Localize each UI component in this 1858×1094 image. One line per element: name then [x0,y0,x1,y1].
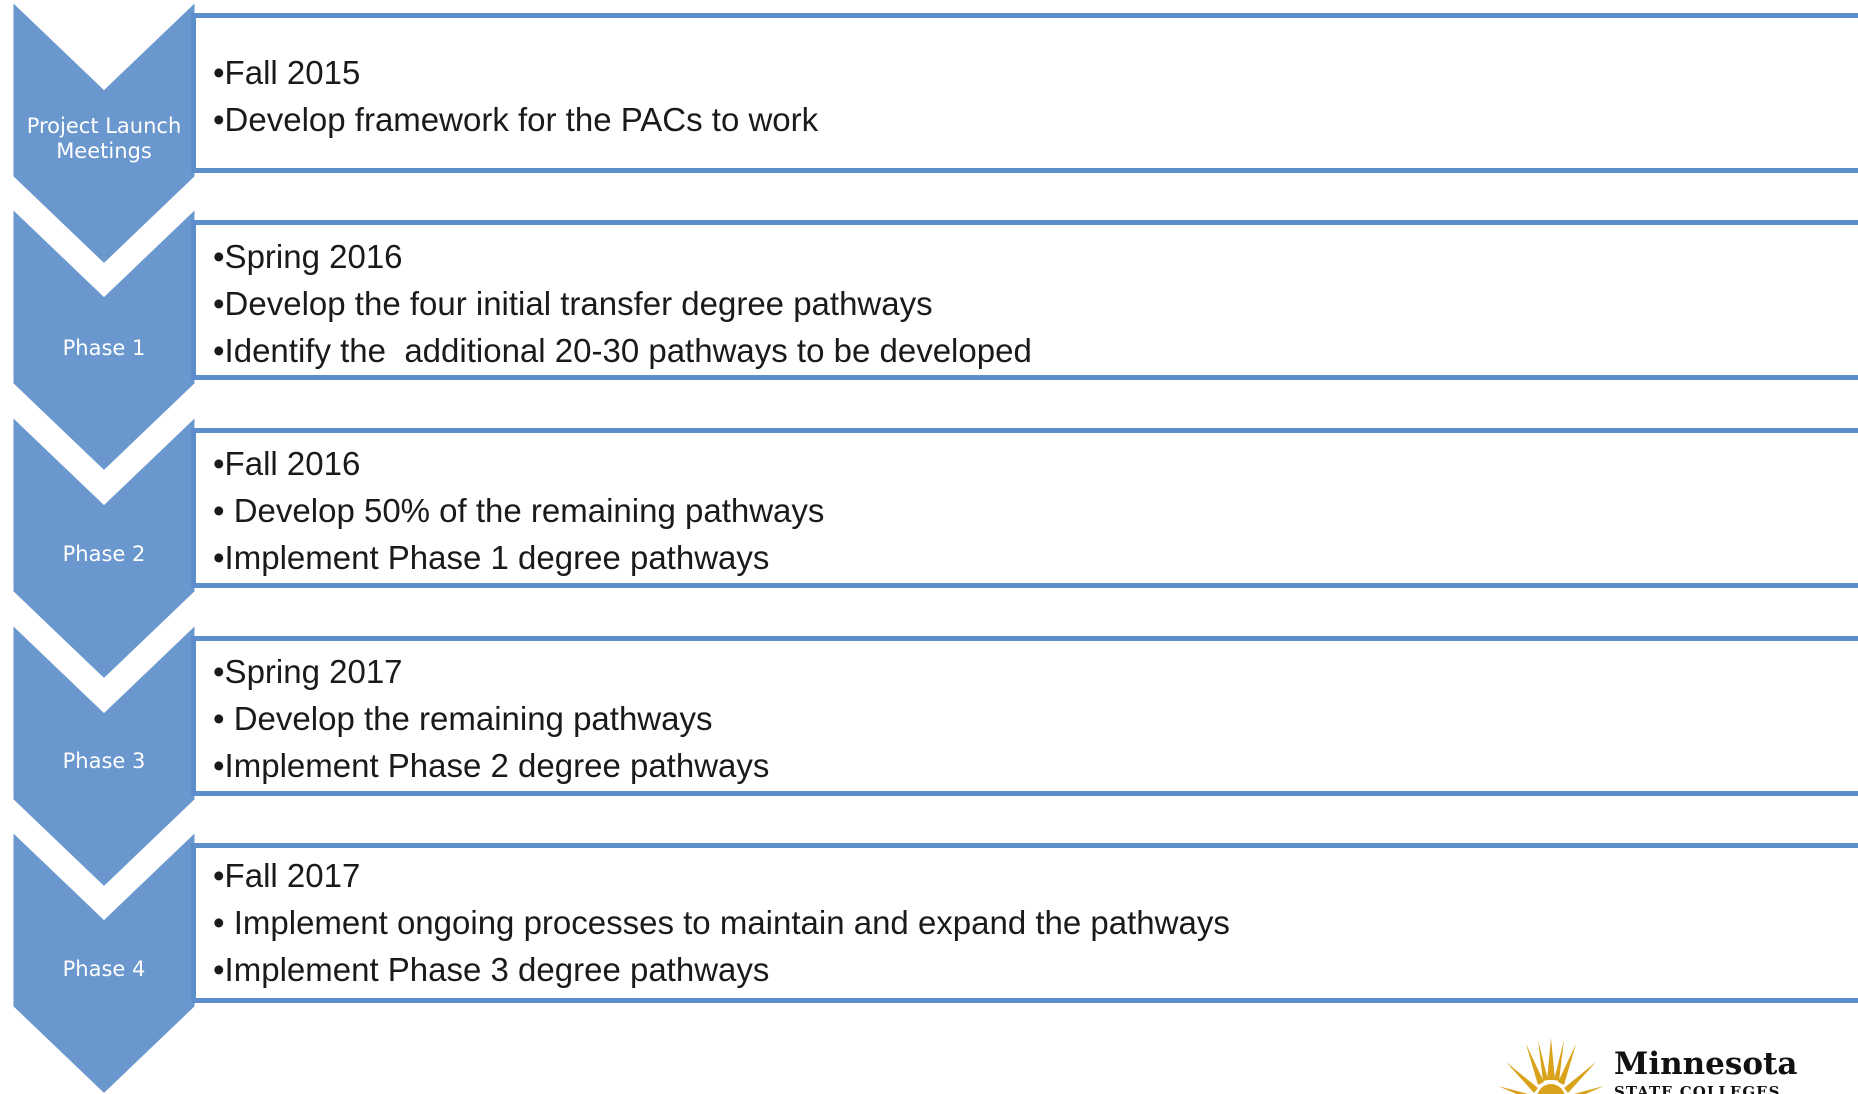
bullet-item: •Identify the additional 20-30 pathways … [213,332,1032,369]
phase-label-1: Phase 1 [62,336,146,360]
bullet-item: •Implement Phase 2 degree pathways [213,747,770,784]
content-box [191,843,1858,1003]
bullet-item: •Implement Phase 1 degree pathways [213,539,770,576]
bullet-item: • Develop the remaining pathways [213,700,713,737]
bullet-item: •Fall 2016 [213,445,361,482]
bullet-item: •Implement Phase 3 degree pathways [213,951,770,988]
bullet-list-launch: •Fall 2015 •Develop framework for the PA… [213,49,818,143]
phase-label-3: Phase 3 [62,749,146,773]
bullet-list-phase-1: •Spring 2016 •Develop the four initial t… [213,233,1032,374]
chevron-column [10,0,198,1094]
phase-label-2: Phase 2 [62,542,146,566]
sunburst-icon [1498,1038,1604,1094]
logo-subtitle: STATE COLLEGES [1614,1083,1781,1094]
chevron-shape [10,203,198,475]
bullet-item: •Develop the four initial transfer degre… [213,285,933,322]
content-box [191,428,1858,588]
bullet-list-phase-3: •Spring 2017 • Develop the remaining pat… [213,648,769,789]
chevron-shape [10,411,198,683]
minnesota-state-logo: Minnesota STATE COLLEGES [1496,1036,1826,1094]
bullet-item: • Implement ongoing processes to maintai… [213,904,1230,941]
bullet-item: •Spring 2016 [213,238,403,275]
phase-label-launch: Project Launch Meetings [26,114,182,163]
logo-name: Minnesota [1614,1046,1798,1082]
content-box [191,636,1858,796]
bullet-item: •Spring 2017 [213,653,403,690]
chevron-shape [10,826,198,1094]
bullet-item: •Fall 2015 [213,54,361,91]
bullet-item: •Fall 2017 [213,857,361,894]
chevron-shape [10,0,198,268]
bullet-list-phase-4: •Fall 2017 • Implement ongoing processes… [213,852,1230,993]
bullet-item: •Develop framework for the PACs to work [213,101,819,138]
bullet-item: • Develop 50% of the remaining pathways [213,492,825,529]
phase-label-4: Phase 4 [62,957,146,981]
content-box [191,13,1858,173]
bullet-list-phase-2: •Fall 2016 • Develop 50% of the remainin… [213,440,824,581]
chevron-shape [10,619,198,891]
content-box [191,220,1858,380]
